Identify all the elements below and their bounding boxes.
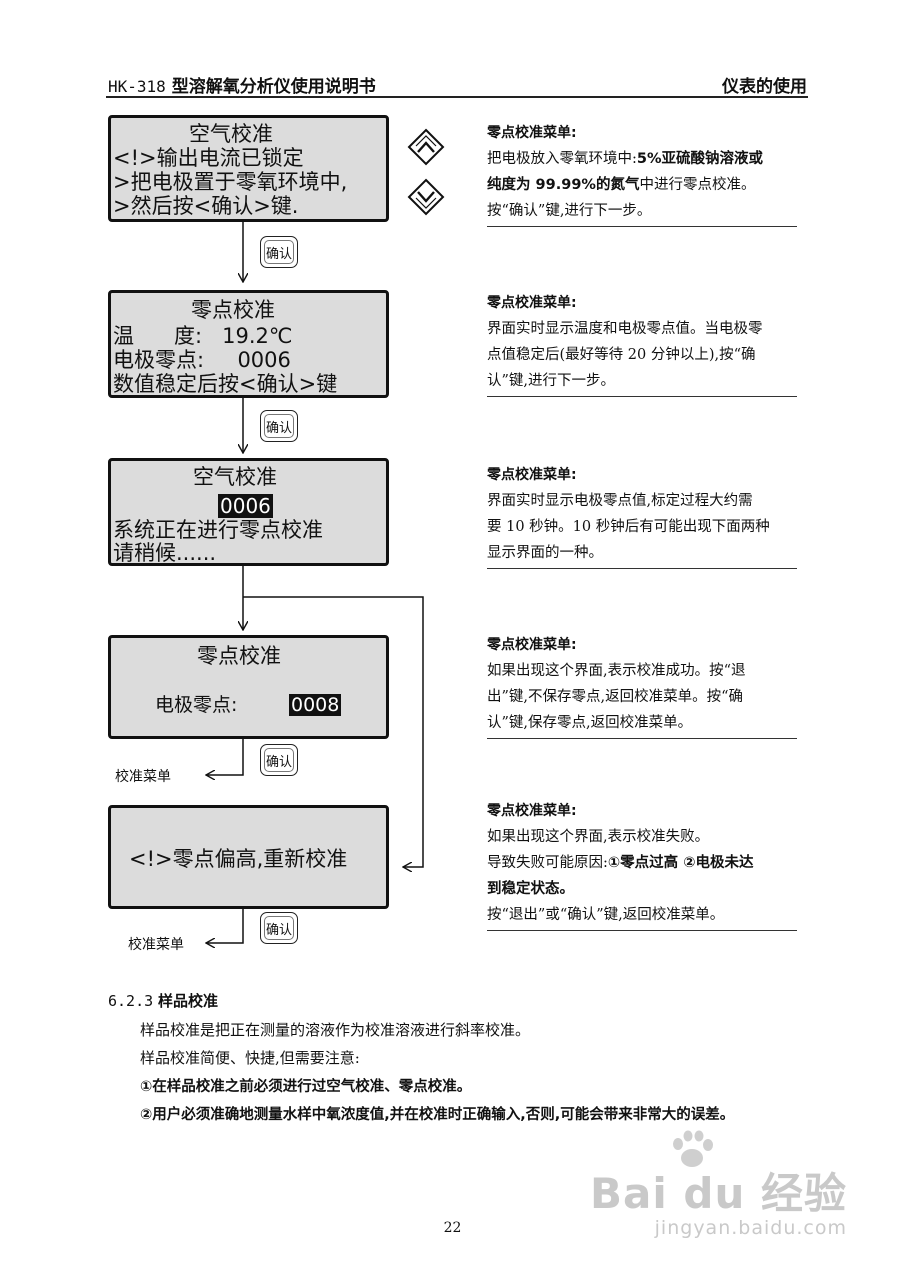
paragraph: 样品校准简便、快捷,但需要注意: [140, 1049, 360, 1067]
description-block-4: 零点校准菜单: 如果出现这个界面,表示校准成功。按“退 出”键,不保存零点,返回… [487, 632, 797, 739]
screen-line: >把电极置于零氧环境中, [113, 170, 348, 194]
calibration-menu-label: 校准菜单 [128, 937, 184, 953]
flow-arrow-menu-2 [206, 909, 244, 943]
screen-line: >然后按<确认>键. [113, 194, 299, 218]
description-title: 零点校准菜单: [487, 803, 577, 819]
temperature-line: 温 度: 19.2℃ [113, 324, 293, 348]
electrode-zero-label: 电极零点: [155, 694, 238, 716]
model-number: HK-318 [108, 77, 166, 96]
confirm-key[interactable]: 确认 [260, 410, 298, 442]
description-title: 零点校准菜单: [487, 125, 577, 141]
lcd-screen-zero-in-progress: 空气校准 0006 系统正在进行零点校准 请稍候...... [108, 458, 389, 566]
screen-line: 数值稳定后按<确认>键 [113, 372, 338, 396]
chapter-title: 仪表的使用 [722, 77, 807, 97]
screen-title: 零点校准 [197, 644, 281, 668]
description-block-3: 零点校准菜单: 界面实时显示电极零点值,标定过程大约需 要 10 秒钟。10 秒… [487, 462, 797, 569]
description-title: 零点校准菜单: [487, 295, 577, 311]
paw-icon [673, 1130, 714, 1167]
flow-arrow-menu-1 [206, 739, 244, 775]
section-number: 6.2.3 [108, 992, 154, 1010]
lcd-screen-zero-too-high: <!>零点偏高,重新校准 [108, 805, 389, 909]
down-arrow-key-icon [407, 178, 445, 216]
screen-title: 空气校准 [193, 465, 277, 489]
header-divider [106, 96, 808, 98]
screen-title: 空气校准 [189, 122, 273, 146]
electrode-zero-line: 电极零点: 0006 [113, 348, 291, 372]
confirm-key[interactable]: 确认 [260, 912, 298, 944]
confirm-key[interactable]: 确认 [260, 744, 298, 776]
flow-branch-to-fail [243, 596, 424, 867]
zero-value-display: 0008 [289, 694, 342, 716]
lcd-screen-air-calibration: 空气校准 <!>输出电流已锁定 >把电极置于零氧环境中, >然后按<确认>键. [108, 115, 389, 222]
note-item: ②用户必须准确地测量水样中氧浓度值,并在校准时正确输入,否则,可能会带来非常大的… [140, 1107, 735, 1123]
screen-line: 请稍候...... [113, 541, 217, 565]
zero-value-display: 0006 [218, 494, 273, 518]
description-title: 零点校准菜单: [487, 637, 577, 653]
page-number: 22 [443, 1220, 462, 1236]
up-arrow-key-icon [407, 128, 445, 166]
calibration-menu-label: 校准菜单 [115, 769, 171, 785]
watermark-brand: Bai du 经验 [590, 1169, 847, 1218]
note-item: ①在样品校准之前必须进行过空气校准、零点校准。 [140, 1079, 472, 1095]
screen-line: 系统正在进行零点校准 [113, 518, 323, 542]
confirm-key[interactable]: 确认 [260, 236, 298, 268]
watermark-url: jingyan.baidu.com [654, 1217, 847, 1239]
screen-title: 零点校准 [191, 298, 275, 322]
section-title: 样品校准 [157, 992, 218, 1010]
lcd-screen-zero-calibration: 零点校准 温 度: 19.2℃ 电极零点: 0006 数值稳定后按<确认>键 [108, 290, 389, 398]
section-heading: 6.2.3 样品校准 [108, 990, 218, 1011]
description-block-1: 零点校准菜单: 把电极放入零氧环境中:5%亚硫酸钠溶液或 纯度为 99.99%的… [487, 120, 797, 227]
lcd-screen-zero-success: 零点校准 电极零点: 0008 [108, 635, 389, 739]
screen-line: <!>输出电流已锁定 [113, 146, 304, 170]
paragraph: 样品校准是把正在测量的溶液作为校准溶液进行斜率校准。 [140, 1021, 531, 1039]
description-title: 零点校准菜单: [487, 467, 577, 483]
description-block-5: 零点校准菜单: 如果出现这个界面,表示校准失败。 导致失败可能原因:①零点过高 … [487, 798, 797, 931]
manual-title: 型溶解氧分析仪使用说明书 [171, 77, 376, 97]
document-header-title: HK-318 型溶解氧分析仪使用说明书 [108, 72, 376, 97]
description-block-2: 零点校准菜单: 界面实时显示温度和电极零点值。当电极零 点值稳定后(最好等待 2… [487, 290, 797, 397]
watermark: Bai du 经验 jingyan.baidu.com [590, 1130, 847, 1239]
error-message: <!>零点偏高,重新校准 [129, 847, 348, 871]
